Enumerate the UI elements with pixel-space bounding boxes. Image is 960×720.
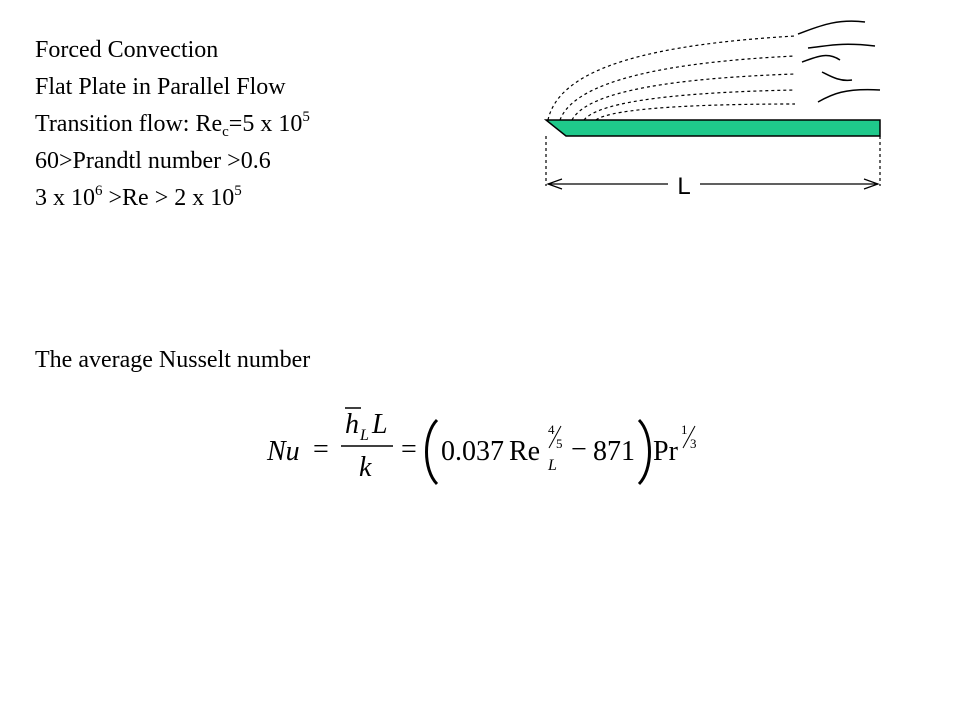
equation-re-exponent-denominator: 5 — [556, 436, 563, 451]
equation-h-subscript: L — [359, 427, 369, 444]
equation-pr: Pr — [653, 436, 679, 467]
equation-minus: − — [571, 434, 587, 465]
equation-coefficient: 0.037 — [441, 436, 504, 467]
equation-pr-exponent-denominator: 3 — [690, 436, 697, 451]
flow-curve-4 — [821, 71, 853, 82]
prandtl-range: 60>Prandtl number >0.6 — [35, 148, 271, 174]
average-nusselt-heading: The average Nusselt number — [35, 347, 311, 373]
streamline-5 — [595, 103, 796, 121]
equation-constant: 871 — [593, 436, 635, 467]
equation-re-subscript: L — [547, 457, 557, 474]
left-paren — [425, 418, 439, 486]
equation-pr-exponent-numerator: 1 — [681, 422, 688, 437]
flow-curve-2 — [807, 43, 876, 49]
equation-lhs: Nu — [266, 436, 300, 467]
arrowhead-left — [546, 178, 563, 190]
reynolds-range: 3 x 106 >Re > 2 x 105 — [35, 180, 310, 217]
transition-prefix: Transition flow: Re — [35, 111, 223, 137]
transition-exponent: 5 — [302, 109, 310, 125]
equation-equals-2: = — [401, 434, 417, 465]
transition-subscript: c — [222, 124, 229, 140]
pr-exponent-slash — [682, 425, 696, 449]
flow-curve-5 — [817, 88, 881, 103]
equation-equals-1: = — [313, 434, 329, 465]
flow-curve-1 — [797, 20, 866, 35]
flat-plate — [543, 119, 881, 137]
streamline-1 — [547, 35, 796, 121]
equation-k: k — [359, 452, 372, 483]
arrowhead-right — [863, 178, 880, 190]
re-exponent-slash — [548, 425, 562, 449]
flat-plate-diagram: L — [543, 20, 881, 200]
transition-condition: Transition flow: Rec=5 x 105 — [35, 106, 310, 143]
problem-conditions: Forced Convection Flat Plate in Parallel… — [35, 32, 310, 217]
slide-subtitle: Flat Plate in Parallel Flow — [35, 74, 286, 100]
nusselt-equation: Nu = h L L k = 0.037 Re 4 5 L − 871 Pr 1… — [266, 407, 697, 486]
equation-re-exponent-numerator: 4 — [548, 422, 555, 437]
reynolds-lower-exponent: 5 — [234, 183, 242, 199]
slide-title: Forced Convection — [35, 37, 219, 63]
flow-curve-3 — [801, 54, 841, 63]
boundary-layer-lines — [547, 35, 796, 121]
flow-indicators — [797, 20, 881, 103]
reynolds-upper-exponent: 6 — [95, 183, 103, 199]
streamline-4 — [583, 89, 796, 121]
reynolds-lower: >Re > 2 x 10 — [102, 185, 235, 211]
right-paren — [637, 418, 651, 486]
transition-value: =5 x 10 — [228, 111, 303, 137]
equation-L: L — [371, 409, 388, 440]
equation-re: Re — [509, 436, 540, 467]
streamline-2 — [559, 55, 796, 121]
equation-h: h — [345, 409, 359, 440]
reynolds-upper: 3 x 10 — [35, 185, 95, 211]
streamline-3 — [571, 73, 796, 121]
length-dimension — [545, 136, 881, 190]
length-label: L — [677, 173, 690, 200]
